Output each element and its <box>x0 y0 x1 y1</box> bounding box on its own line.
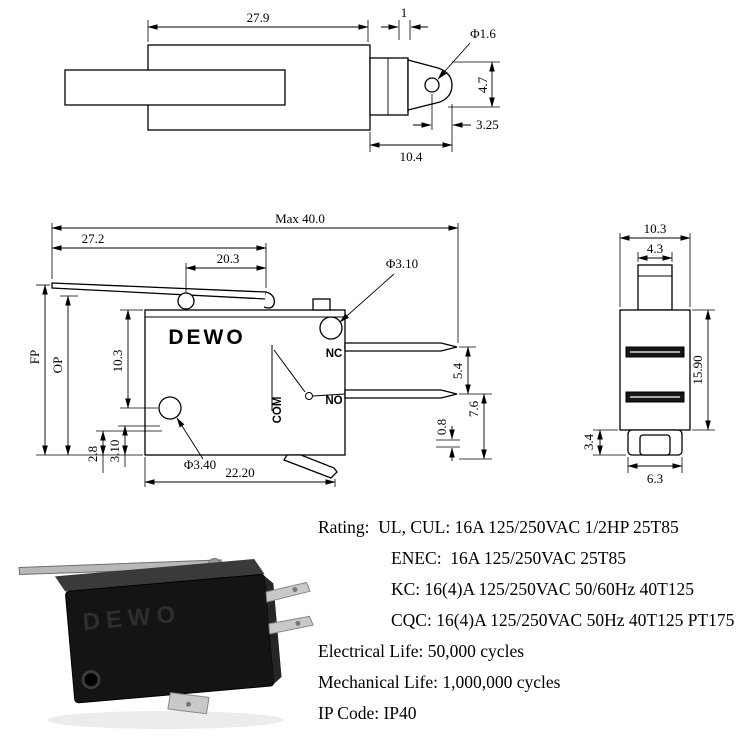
plunger <box>312 298 331 311</box>
terminal-nc-label: NC <box>326 348 343 360</box>
dim-foot-width: 6.3 <box>647 471 663 486</box>
mounting-hole-top <box>319 316 343 340</box>
dim-lever-reach: 27.2 <box>82 231 105 246</box>
photo-terminal-2 <box>268 615 314 635</box>
dim-hole-edge-1: 2.8 <box>85 446 100 462</box>
dim-nc-no-gap: 5.4 <box>450 362 465 379</box>
photo-terminal-2-hole <box>295 620 301 626</box>
dim-body-height: 15.90 <box>690 355 705 384</box>
switch-body-outline <box>144 298 346 456</box>
dim-lever-offset: 3.25 <box>476 117 499 132</box>
front-dimensions: Max 40.0 27.2 20.3 Φ3.10 FP OP 10.3 2.8 <box>27 211 492 487</box>
dim-hole-from-top: 10.3 <box>110 350 125 373</box>
dim-lever-height: 4.7 <box>475 76 490 93</box>
terminal-no-label: NO <box>325 395 342 407</box>
dim-lever-inner: 20.3 <box>217 251 240 266</box>
photo-terminal-1-hole <box>292 587 298 593</box>
product-photo: DEWO <box>18 557 314 729</box>
spec-electrical-life: Electrical Life: 50,000 cycles <box>318 641 525 661</box>
terminal-com-label: COM <box>272 397 284 424</box>
dim-lever-tip: 1 <box>401 5 408 20</box>
dim-side-width: 10.3 <box>644 221 667 236</box>
switch-photo-body: DEWO <box>18 557 314 715</box>
switch-front-drawing: DEWO NC NO COM Max 40.0 27.2 20.3 Φ3.10 … <box>27 211 492 487</box>
lever-arm <box>51 282 275 310</box>
side-dimensions: 10.3 4.3 15.90 3.4 6.3 <box>581 221 715 486</box>
photo-shadow <box>47 711 283 729</box>
dim-lever-end: 10.4 <box>400 149 423 164</box>
dim-bottom-hole-dia: Φ3.40 <box>184 457 216 472</box>
dim-lever-length: 27.9 <box>247 10 270 25</box>
lever-hinge <box>177 292 195 310</box>
side-body-outline <box>619 264 691 456</box>
lever-outline <box>64 44 453 131</box>
internal-mechanism <box>271 345 346 411</box>
dim-lever-hole-dia: Φ1.6 <box>470 26 496 41</box>
spec-enec: ENEC: 16A 125/250VAC 25T85 <box>391 548 626 568</box>
spec-rating: Rating: UL, CUL: 16A 125/250VAC 1/2HP 25… <box>318 517 679 537</box>
dim-hole-edge-2: 3.10 <box>107 440 122 463</box>
dim-foot-height: 3.4 <box>581 433 596 450</box>
dim-max-width: Max 40.0 <box>275 211 325 226</box>
roller-hole <box>424 77 440 93</box>
lever-dimensions: 27.9 1 Φ1.6 4.7 3.25 10.4 <box>147 5 500 164</box>
mounting-hole-bottom <box>158 396 182 420</box>
photo-terminal-3-hole <box>186 701 192 707</box>
dim-blade-thickness: 0.8 <box>434 419 449 435</box>
spec-ip-code: IP Code: IP40 <box>318 703 417 723</box>
terminal-nc-blade <box>344 342 458 352</box>
photo-mounting-hole <box>81 670 101 690</box>
terminal-com-blade <box>283 454 338 479</box>
photo-terminal-1 <box>265 581 311 603</box>
label-operating-position: OP <box>50 357 65 374</box>
dim-no-com-gap: 7.6 <box>466 400 481 417</box>
plunger-side <box>637 264 673 311</box>
spec-cqc: CQC: 16(4)A 125/250VAC 50Hz 40T125 PT175 <box>391 610 735 630</box>
spec-mechanical-life: Mechanical Life: 1,000,000 cycles <box>318 672 561 692</box>
brand-logo: DEWO <box>168 326 245 349</box>
terminal-slots <box>625 346 685 403</box>
specs-panel: Rating: UL, CUL: 16A 125/250VAC 1/2HP 25… <box>318 512 748 729</box>
terminals <box>283 342 458 479</box>
dim-body-width: 22.20 <box>225 465 254 480</box>
dim-top-hole-dia: Φ3.10 <box>386 256 418 271</box>
dim-plunger-width: 4.3 <box>647 241 663 256</box>
terminal-no-blade <box>344 389 458 399</box>
photo-top-face <box>54 558 265 592</box>
switch-side-drawing: 10.3 4.3 15.90 3.4 6.3 <box>581 221 715 486</box>
label-free-position: FP <box>27 350 42 364</box>
spec-kc: KC: 16(4)A 125/250VAC 50/60Hz 40T125 <box>391 579 695 599</box>
lever-actuator-drawing: 27.9 1 Φ1.6 4.7 3.25 10.4 <box>64 5 500 164</box>
